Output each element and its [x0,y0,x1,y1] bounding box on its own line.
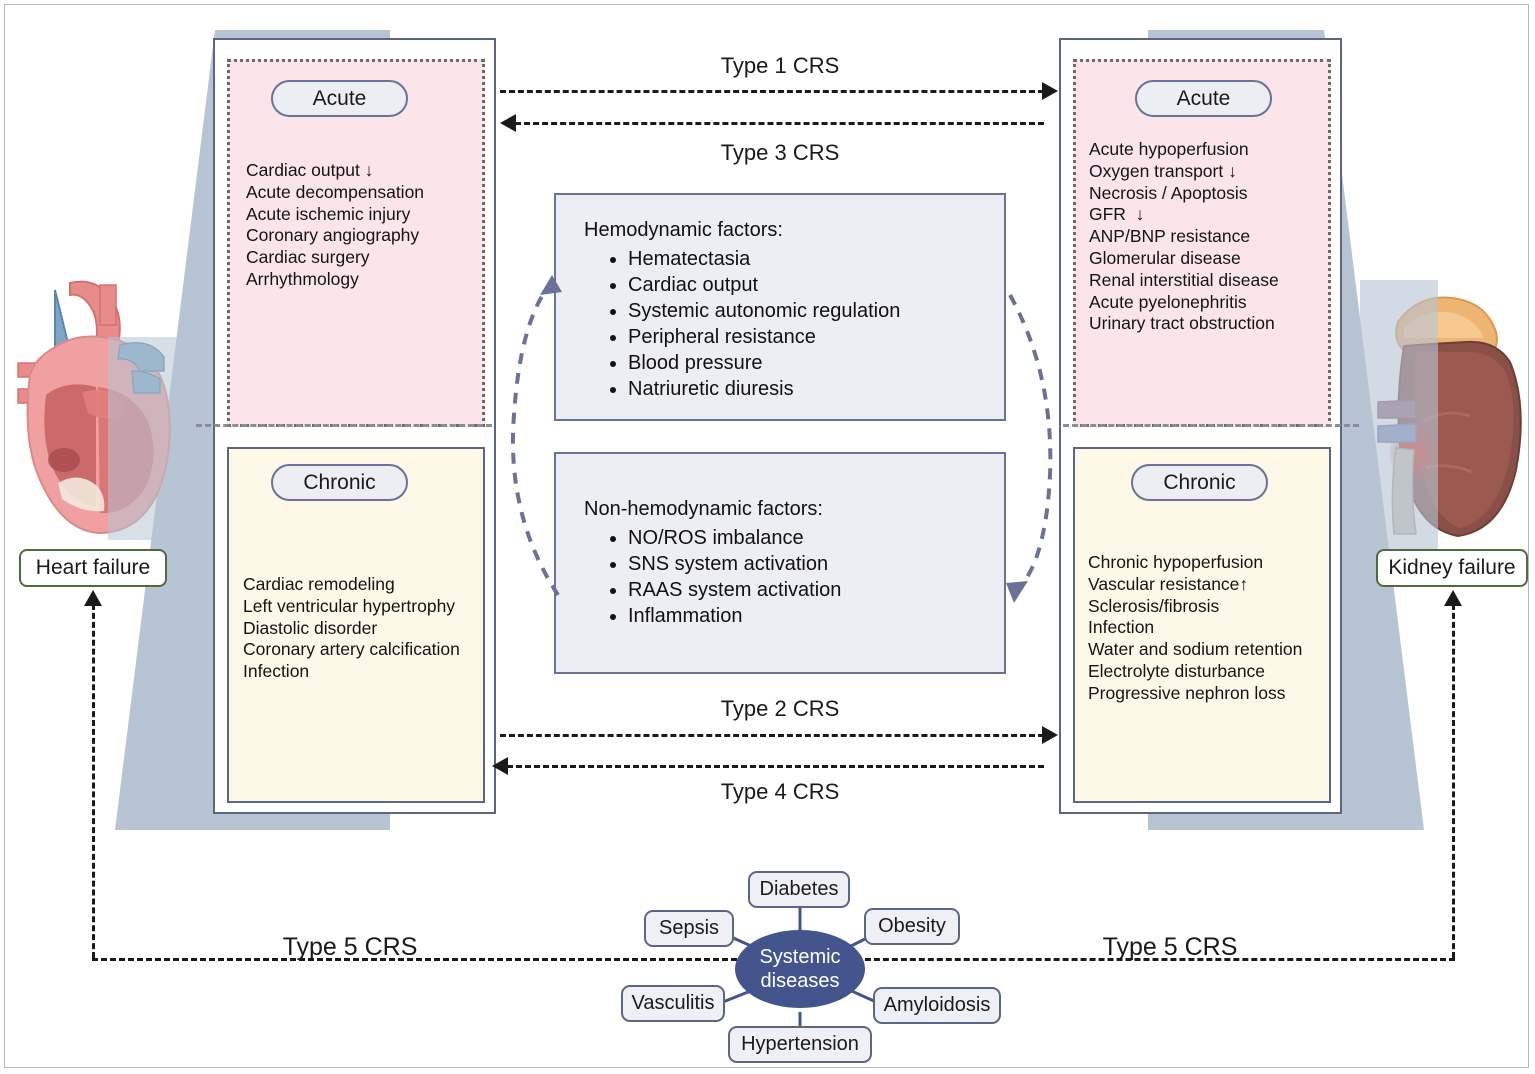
crs-type5-left-arrowhead [84,590,102,606]
list-item: Infection [1088,617,1155,638]
hemodynamic-factors-title: Hemodynamic factors: [584,219,783,241]
crs-type1-arrow-line [500,90,1044,93]
list-item: Necrosis / Apoptosis [1089,182,1248,203]
list-item: Progressive nephron loss [1088,682,1286,703]
heart-acute-section [227,59,485,427]
list-item: Acute ischemic injury [246,203,411,224]
crs-type2-label: Type 2 CRS [720,696,840,721]
kidney-anatomy-illustration [1360,280,1522,550]
list-item: Coronary angiography [246,225,420,246]
list-item: Acute hypoperfusion [1089,139,1249,159]
kidney-failure-tag: Kidney failure [1376,549,1528,587]
crs-type5-left-horizontal [92,958,800,961]
list-item: Inflammation [628,603,1028,629]
list-item: Arrhythmology [246,268,359,289]
list-item: Chronic hypoperfusion [1088,552,1264,572]
disease-node-sepsis[interactable]: Sepsis [644,910,734,947]
kidney-acute-section [1073,59,1331,427]
list-item: Diastolic disorder [243,617,378,638]
crs-type3-arrowhead [500,114,516,132]
disease-node-diabetes[interactable]: Diabetes [748,871,850,908]
crs-type4-arrowhead [492,757,508,775]
systemic-core-line1: Systemic [759,946,841,968]
crs-type1-arrowhead [1042,82,1058,100]
kidney-section-divider [1063,424,1359,427]
list-item: Systemic autonomic regulation [628,298,1028,324]
crs-type5-right-vertical [1452,604,1455,958]
list-item: Coronary artery calcification [243,639,460,660]
crs-type3-arrow-line [515,122,1044,125]
crs-type5-left-vertical [92,604,95,958]
crs-type4-label: Type 4 CRS [720,779,840,804]
crs-type5-right-label: Type 5 CRS [1102,933,1238,961]
hemodynamic-factors-box [554,193,1006,421]
disease-node-vasculitis[interactable]: Vasculitis [621,985,725,1022]
crs-type5-left-label: Type 5 CRS [282,933,418,961]
hemodynamic-factors-list: HematectasiaCardiac outputSystemic auton… [602,246,1028,402]
list-item: GFR ↓ [1089,204,1145,225]
list-item: Vascular resistance↑ [1088,573,1249,594]
heart-chronic-section [227,447,485,803]
list-item: Cardiac surgery [246,247,370,268]
systemic-core-line2: diseases [760,970,840,992]
list-item: Cardiac output [628,272,1028,298]
heart-anatomy-illustration [17,280,185,540]
list-item: Peripheral resistance [628,324,1028,350]
list-item: Hematectasia [628,246,1028,272]
non-hemodynamic-factors-box [554,452,1006,674]
list-item: Oxygen transport ↓ [1089,160,1237,181]
heart-chronic-pill: Chronic [271,464,408,501]
list-item: Blood pressure [628,350,1028,376]
list-item: ANP/BNP resistance [1089,226,1251,247]
list-item: Acute decompensation [246,181,425,202]
crs-type1-label: Type 1 CRS [720,53,840,78]
systemic-diseases-core: Systemic diseases [735,930,865,1008]
list-item: Acute pyelonephritis [1089,291,1247,312]
list-item: Infection [243,661,310,682]
list-item: Renal interstitial disease [1089,269,1279,290]
crs-type2-arrowhead [1042,726,1058,744]
list-item: Electrolyte disturbance [1088,660,1266,681]
heart-section-divider [196,424,492,427]
kidney-acute-pill: Acute [1135,80,1272,117]
disease-node-amyloidosis[interactable]: Amyloidosis [873,987,1001,1024]
crs-type2-arrow-line [500,734,1044,737]
list-item: Cardiac output ↓ [246,160,374,180]
list-item: Sclerosis/fibrosis [1088,595,1220,616]
heart-failure-tag: Heart failure [19,549,167,587]
kidney-chronic-pill: Chronic [1131,464,1268,501]
heart-acute-pill: Acute [271,80,408,117]
disease-node-obesity[interactable]: Obesity [864,908,960,945]
list-item: SNS system activation [628,551,1028,577]
disease-node-hypertension[interactable]: Hypertension [728,1026,872,1063]
crs-type3-label: Type 3 CRS [720,140,840,165]
crs-type4-arrow-line [507,765,1044,768]
list-item: RAAS system activation [628,577,1028,603]
list-item: Water and sodium retention [1088,639,1303,660]
kidney-chronic-section [1073,447,1331,803]
list-item: NO/ROS imbalance [628,525,1028,551]
non-hemodynamic-factors-title: Non-hemodynamic factors: [584,498,823,520]
non-hemodynamic-factors-list: NO/ROS imbalanceSNS system activationRAA… [602,525,1028,629]
list-item: Left ventricular hypertrophy [243,595,456,616]
list-item: Natriuretic diuresis [628,376,1028,402]
list-item: Cardiac remodeling [243,574,395,594]
crs-type5-right-horizontal [820,958,1455,961]
list-item: Glomerular disease [1089,247,1241,268]
list-item: Urinary tract obstruction [1089,313,1275,334]
crs-type5-right-arrowhead [1444,590,1462,606]
